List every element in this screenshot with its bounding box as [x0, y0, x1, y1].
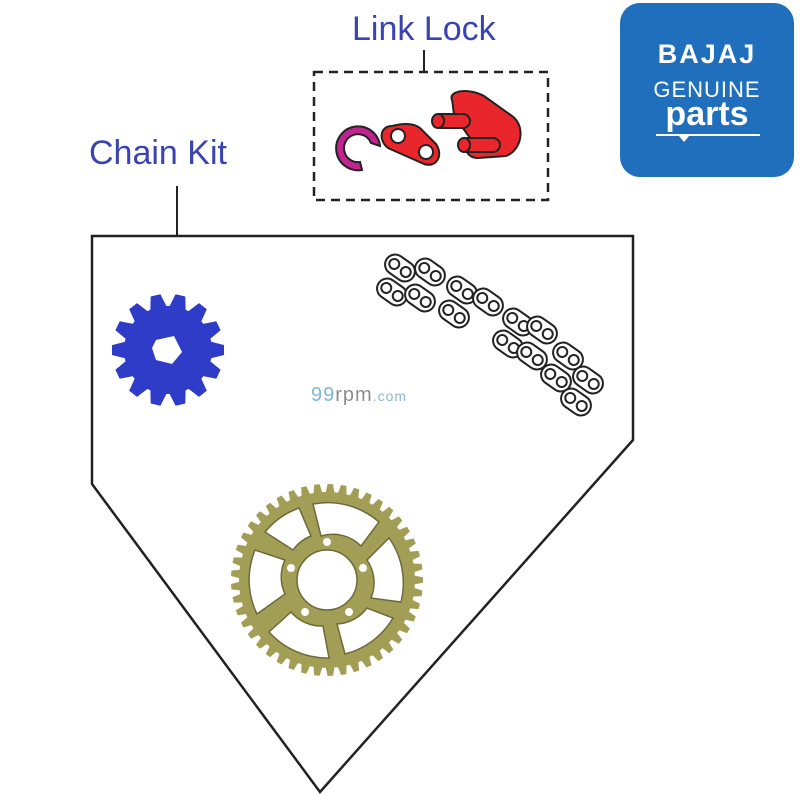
link-lock-box	[312, 70, 550, 202]
link-lock-label: Link Lock	[352, 10, 496, 48]
logo-genuine-text: GENUINE	[653, 77, 761, 102]
logo-parts-text: parts	[665, 95, 749, 133]
small-sprocket-icon	[112, 294, 224, 406]
bajaj-genuine-parts-logo: BAJAJ GENUINE parts	[620, 3, 794, 177]
watermark-prefix: 99	[311, 384, 336, 406]
rear-sprocket-icon	[231, 484, 423, 676]
watermark: 99rpm.com	[311, 384, 407, 407]
link-lock-plate-icon	[380, 123, 441, 166]
logo-underline	[656, 134, 760, 136]
logo-brand-text: BAJAJ	[657, 39, 757, 69]
watermark-mid: rpm	[335, 384, 373, 406]
chain-kit-label: Chain Kit	[89, 134, 227, 172]
watermark-suffix: .com	[372, 388, 408, 404]
link-lock-clip-icon	[335, 125, 382, 172]
logo-pointer	[679, 136, 689, 142]
link-lock-pin-plate-icon	[431, 90, 522, 160]
